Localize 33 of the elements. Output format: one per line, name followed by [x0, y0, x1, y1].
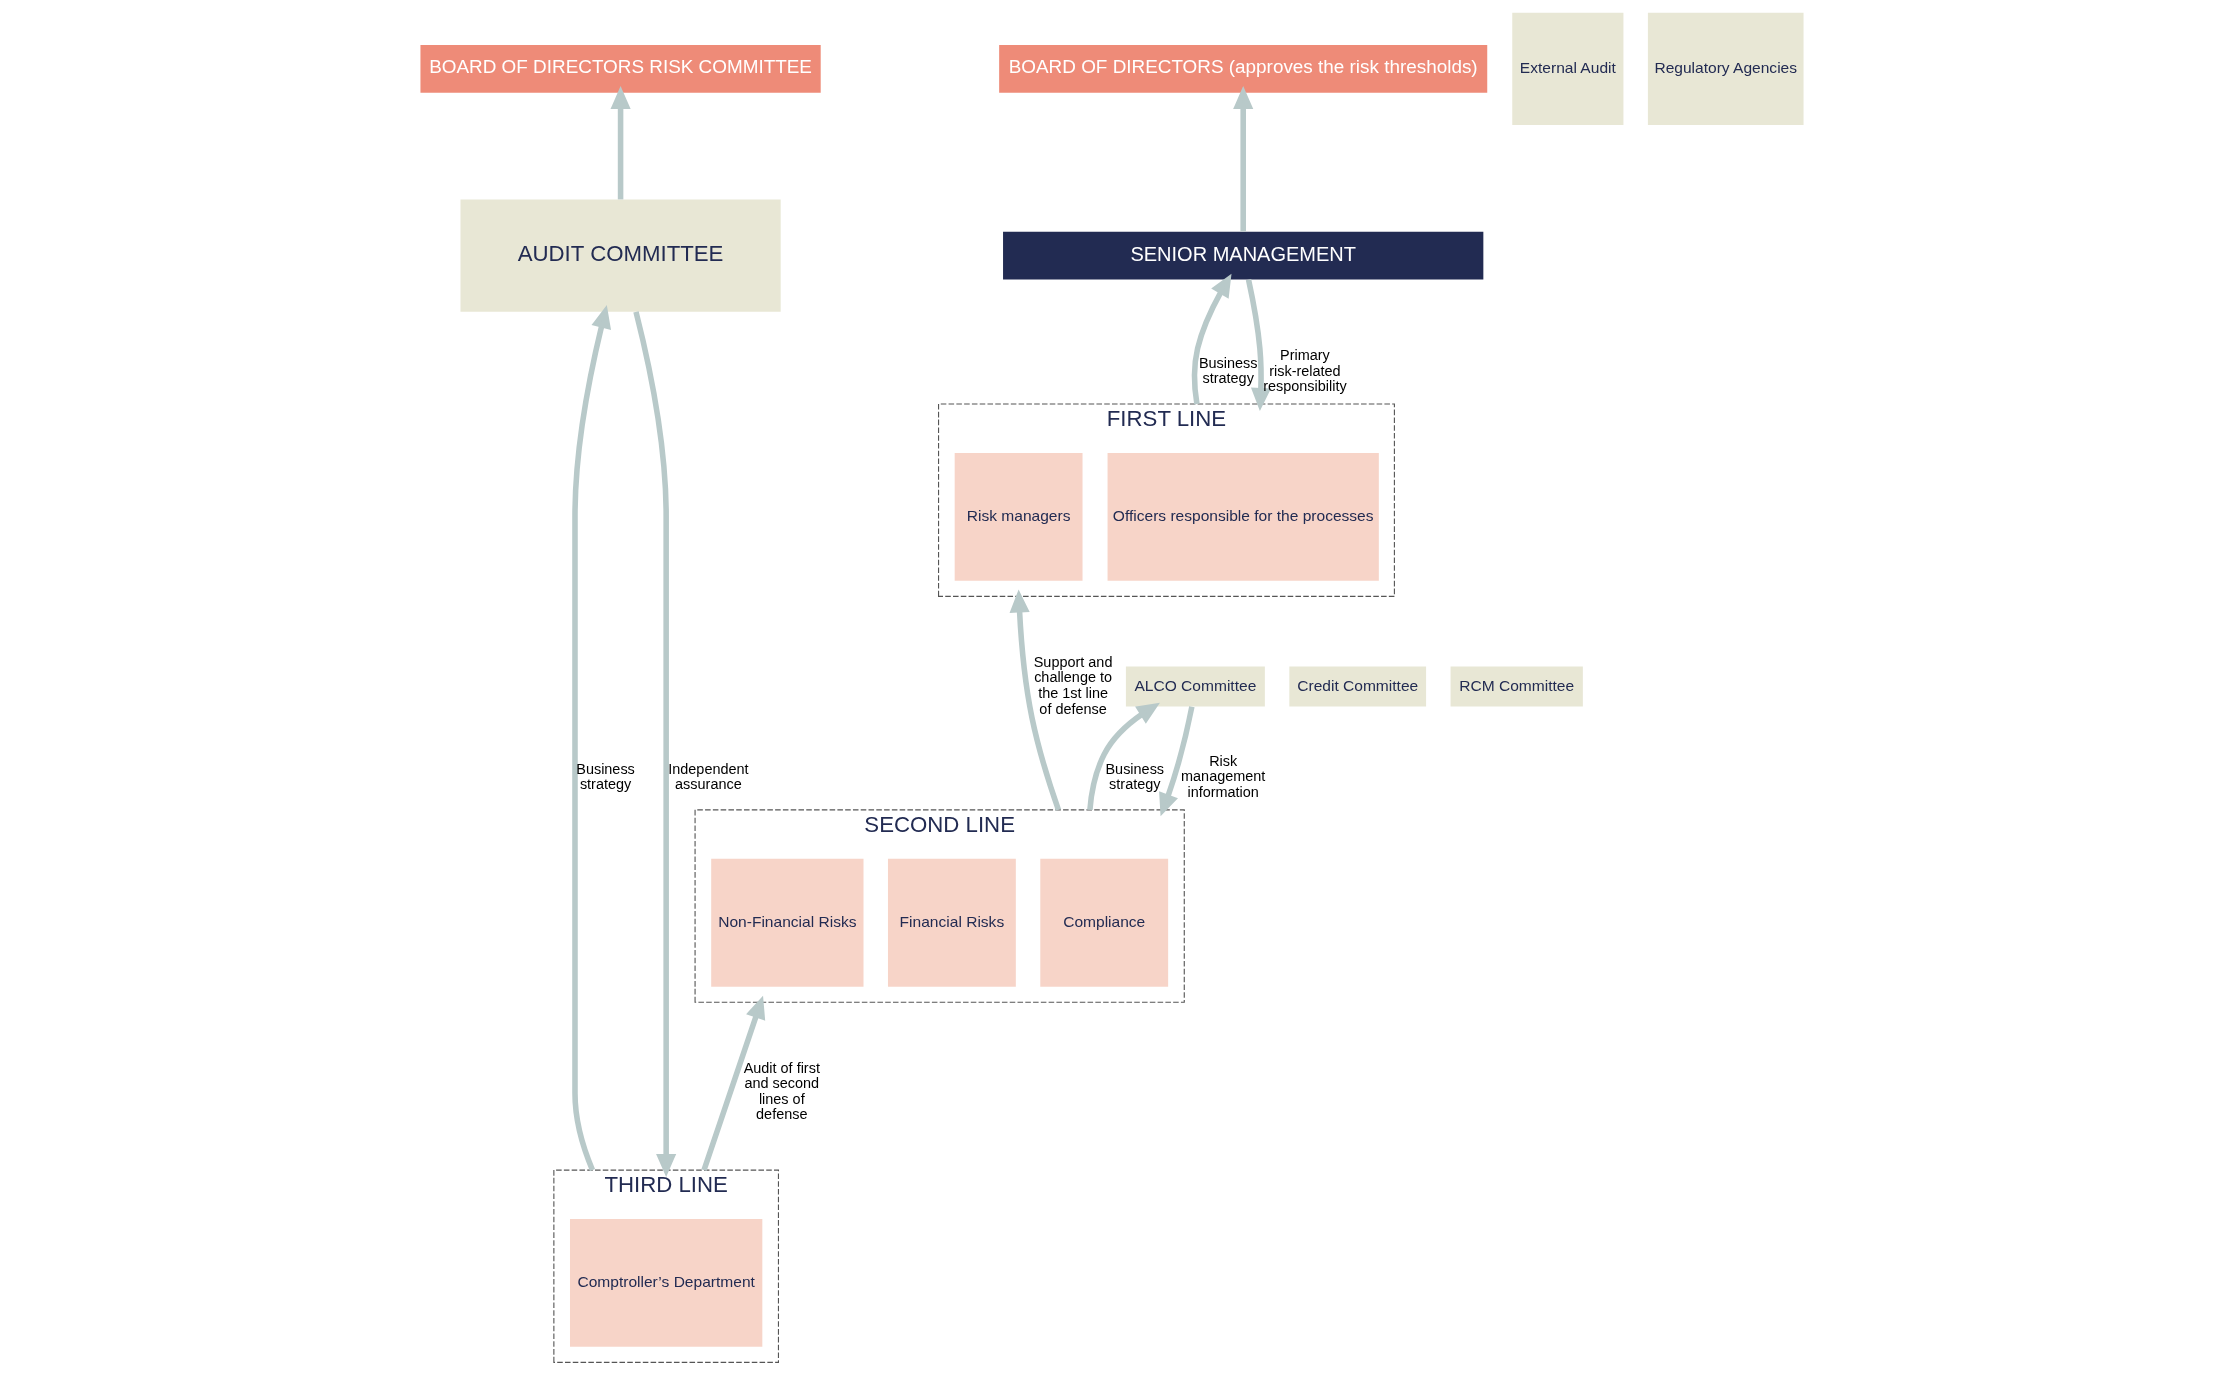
node-box: RCM Committee — [1450, 666, 1583, 707]
arrow — [610, 86, 631, 200]
edge-label: Support and challenge to the 1st line of defense — [1033, 653, 1112, 717]
arrow — [571, 305, 611, 1172]
arrow — [1009, 589, 1061, 811]
node-box: Compliance — [1039, 858, 1168, 987]
arrow — [700, 995, 765, 1171]
edge-label: Business strategy — [575, 760, 635, 793]
arrow — [1086, 702, 1160, 811]
arrow — [1232, 86, 1253, 232]
edge-label: Risk management information — [1180, 752, 1265, 800]
edge-label: Business strategy — [1198, 354, 1257, 387]
node-box: Non-Financial Risks — [710, 858, 863, 987]
node-box: Comptroller’s Department — [569, 1219, 762, 1347]
node-box: Risk managers — [954, 452, 1083, 581]
node-box: BOARD OF DIRECTORS (approves the risk thresholds) — [998, 44, 1487, 93]
node-box: SENIOR MANAGEMENT — [1002, 231, 1483, 280]
edge-label: Audit of first and second lines of defense — [743, 1059, 820, 1123]
node-box: Officers responsible for the processes — [1107, 452, 1379, 581]
node-box: ALCO Committee — [1125, 666, 1265, 707]
arrow — [1245, 278, 1271, 411]
node-box: External Audit — [1511, 12, 1623, 125]
edge-label: Primary risk-related responsibility — [1262, 347, 1347, 395]
node-box: AUDIT COMMITTEE — [459, 199, 781, 312]
arrow — [1158, 706, 1195, 817]
node-box: Regulatory Agencies — [1647, 12, 1804, 125]
edge-label: Business strategy — [1105, 760, 1164, 793]
node-box: BOARD OF DIRECTORS RISK COMMITTEE — [419, 44, 821, 93]
arrow — [632, 311, 676, 1177]
node-box: Financial Risks — [887, 858, 1016, 987]
arrow — [1191, 273, 1231, 405]
edge-label: Independent assurance — [667, 760, 749, 793]
node-box: Credit Committee — [1288, 666, 1426, 707]
